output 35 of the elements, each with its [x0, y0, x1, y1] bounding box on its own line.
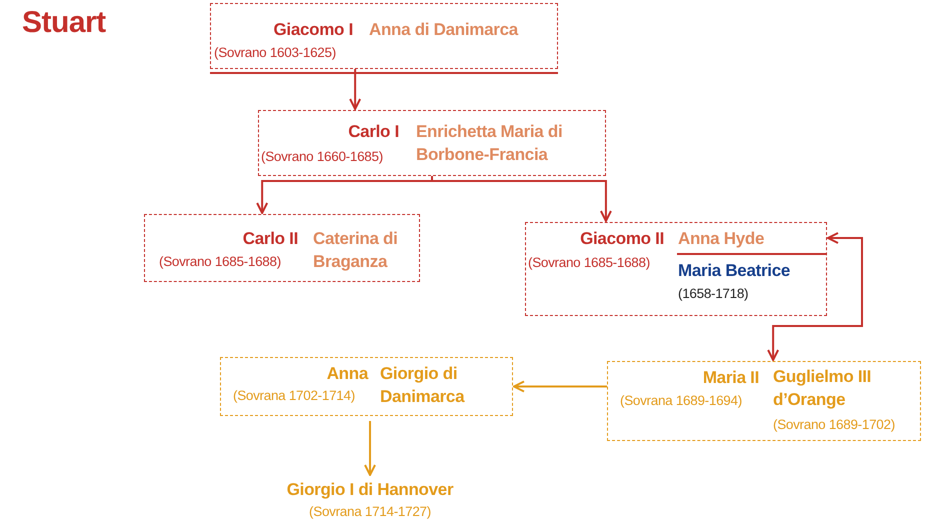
- ruler-name: Anna: [326, 363, 368, 385]
- arrow: [767, 232, 863, 361]
- life-dates: (1658-1718): [678, 285, 748, 303]
- arrow: [349, 69, 362, 110]
- ruler-name: Giacomo I: [272, 19, 353, 41]
- ruler-name: Maria II: [702, 367, 759, 389]
- spouse-name: Giorgio di Danimarca: [380, 363, 466, 408]
- ruler-name: Giorgio I di Hannover: [286, 479, 454, 501]
- family-box: [607, 361, 921, 441]
- arrow: [364, 421, 376, 476]
- reign-dates: (Sovrano 1689-1702): [773, 416, 895, 434]
- spouse-name: Guglielmo III d’Orange: [773, 366, 872, 411]
- reign-dates: (Sovrana 1689-1694): [620, 392, 742, 410]
- spouse-name: Anna Hyde: [678, 228, 766, 250]
- family-box: [258, 110, 606, 176]
- reign-dates: (Sovrana 1714-1727): [308, 503, 432, 521]
- title: Stuart: [22, 6, 106, 40]
- ruler-name: Carlo II: [242, 228, 298, 250]
- arrow: [431, 176, 612, 222]
- family-box: [525, 222, 827, 316]
- reign-dates: (Sovrano 1685-1688): [159, 253, 281, 271]
- reign-dates: (Sovrano 1660-1685): [261, 148, 383, 166]
- reign-dates: (Sovrana 1702-1714): [233, 387, 355, 405]
- spouse-name: Anna di Danimarca: [369, 19, 520, 41]
- reign-dates: (Sovrano 1603-1625): [214, 44, 336, 62]
- spouse-name: Caterina di Braganza: [313, 228, 399, 273]
- spouse-name: Maria Beatrice: [678, 260, 792, 282]
- ruler-name: Giacomo II: [579, 228, 664, 250]
- family-box: [210, 3, 558, 69]
- family-box: [144, 214, 420, 282]
- ruler-name: Carlo I: [347, 121, 399, 143]
- reign-dates: (Sovrano 1685-1688): [528, 254, 650, 272]
- family-box: [220, 357, 513, 416]
- arrow: [513, 380, 607, 392]
- spouse-name: Enrichetta Maria di Borbone-Francia: [416, 121, 564, 166]
